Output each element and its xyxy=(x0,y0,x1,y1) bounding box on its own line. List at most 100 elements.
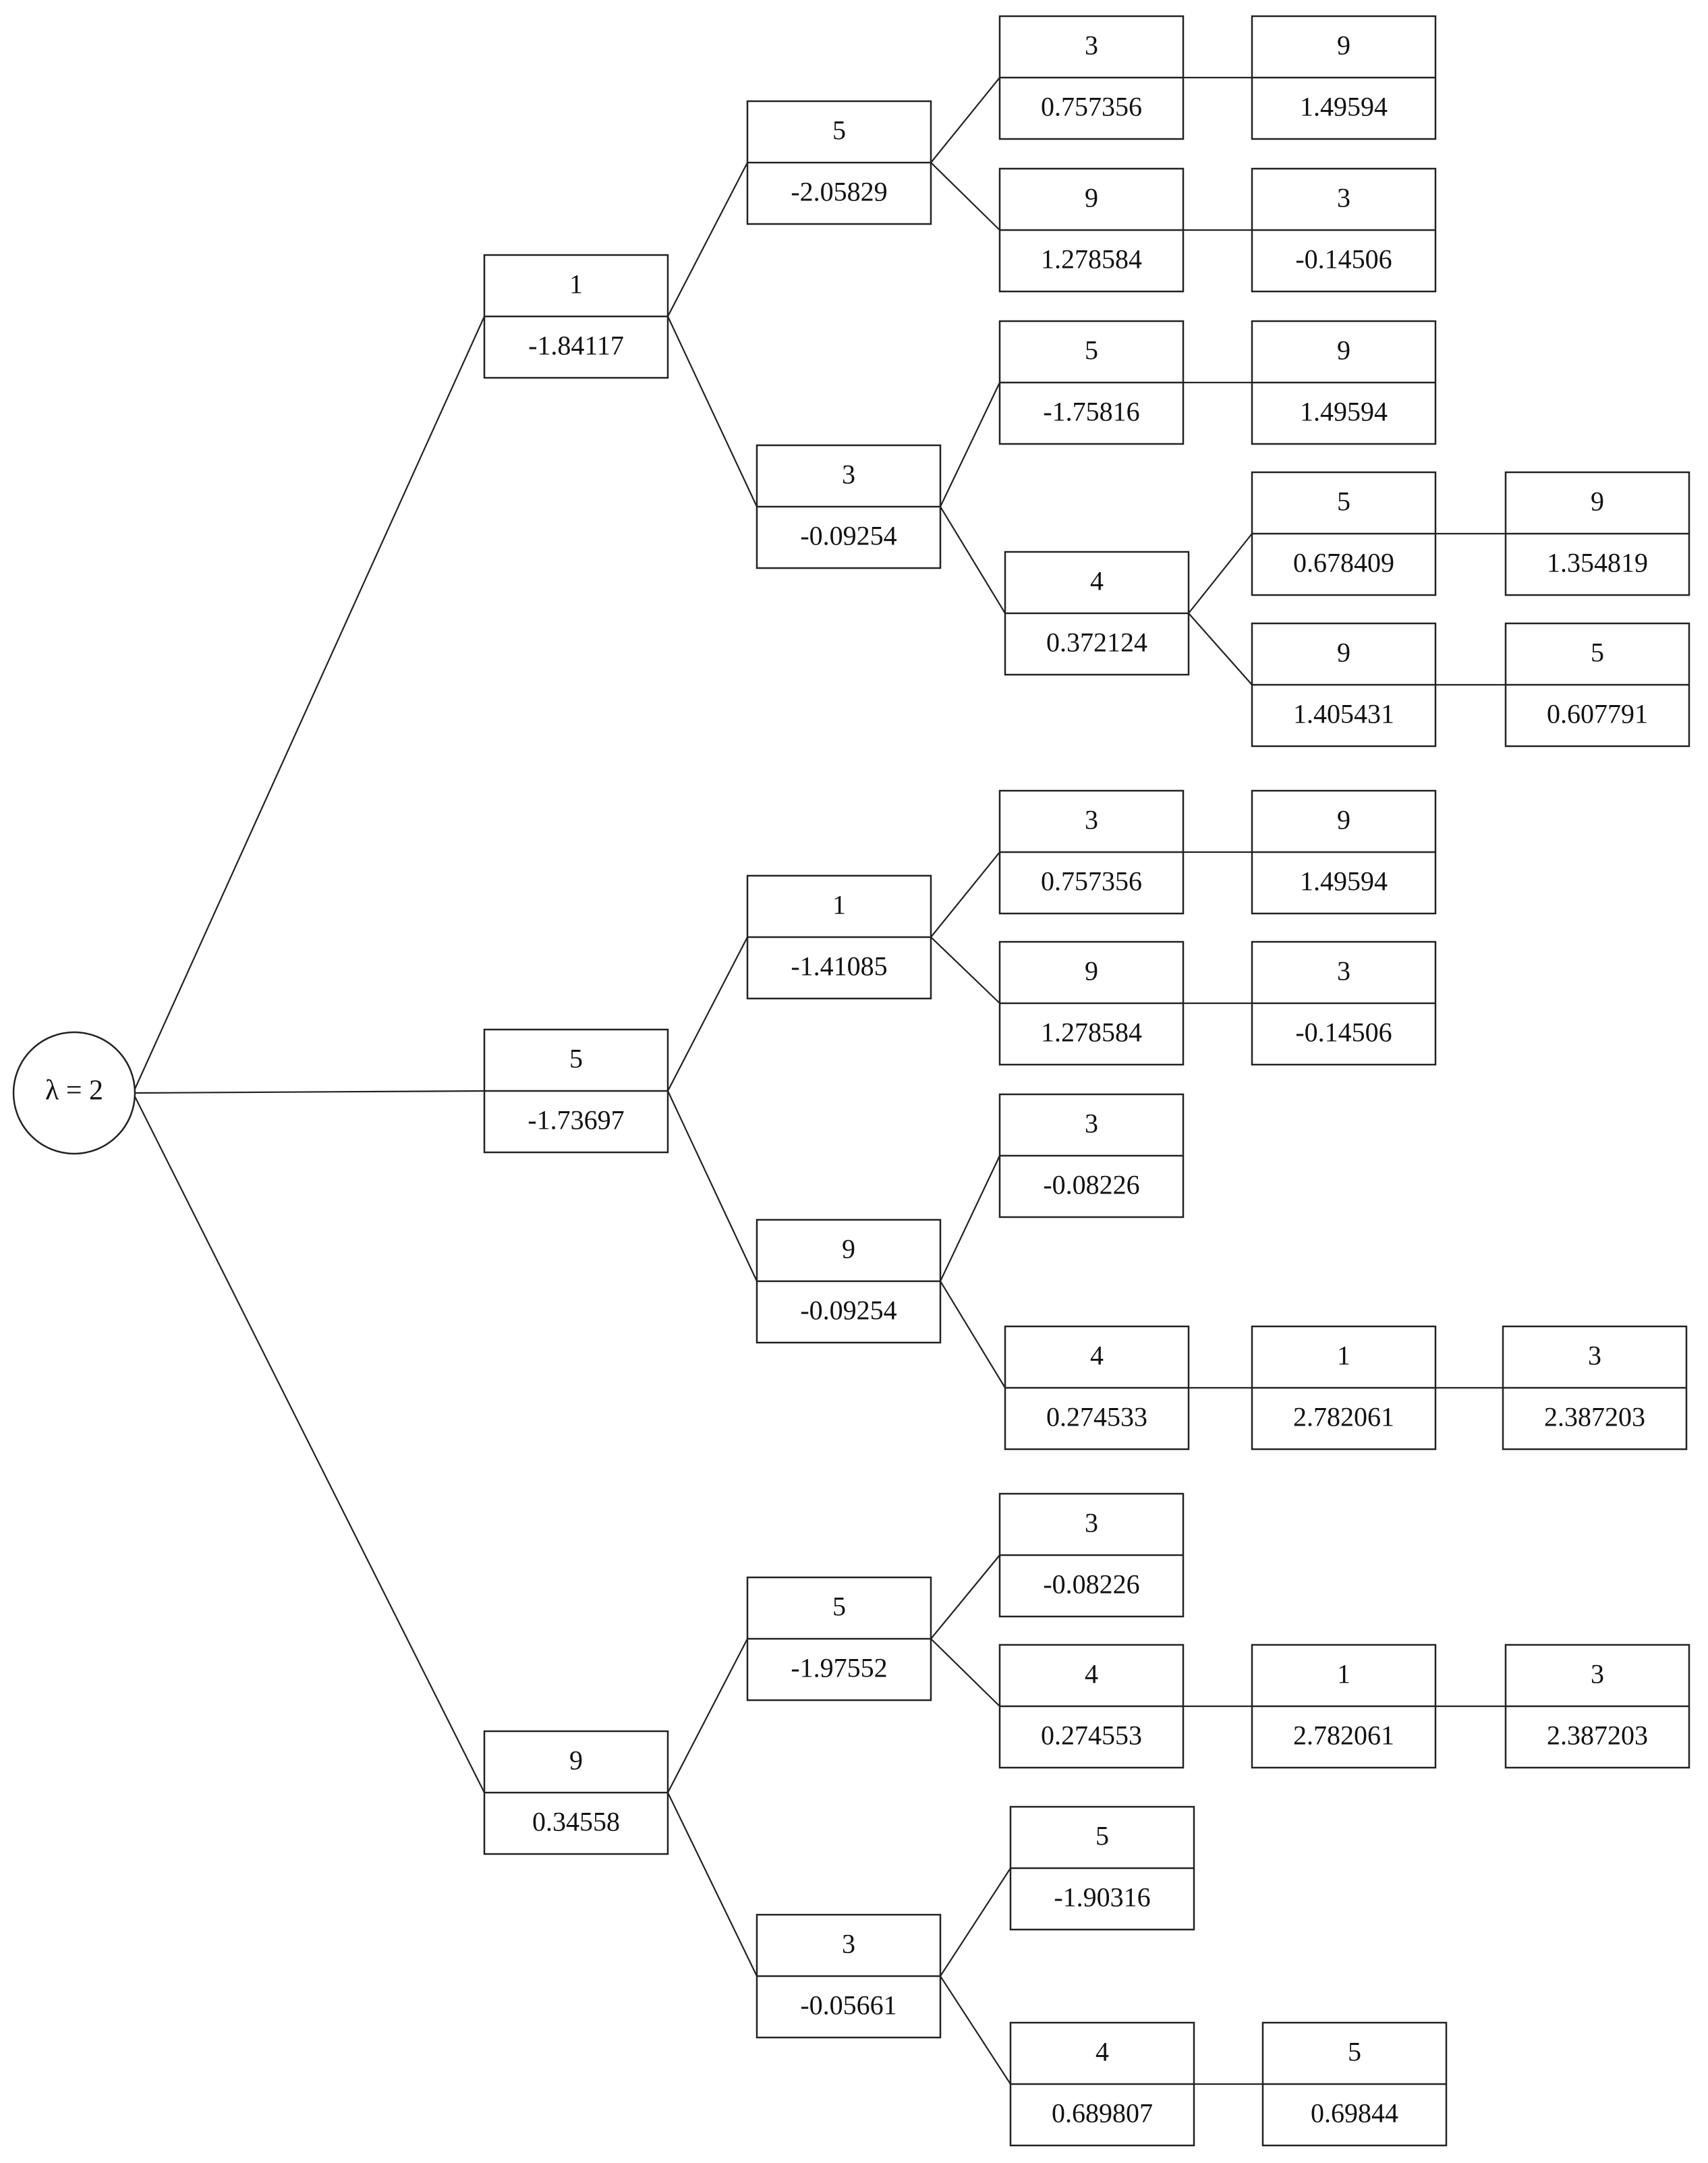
edge-a2b-a2b1 xyxy=(1188,533,1253,614)
edge-a-a2 xyxy=(667,316,758,507)
tree-node: 3 -0.05661 xyxy=(756,1913,942,2039)
node-item-label: 9 xyxy=(569,1745,583,1776)
node-value-label: 0.607791 xyxy=(1547,699,1648,729)
tree-node: 3 0.757356 xyxy=(998,789,1185,915)
node-item-label: 5 xyxy=(1085,335,1098,366)
node-item-label: 1 xyxy=(1337,1659,1350,1689)
edge-c2-c2b xyxy=(940,1975,1011,2085)
node-value-label: -1.90316 xyxy=(1054,1882,1150,1913)
tree-node: 1 2.782061 xyxy=(1251,1644,1437,1769)
node-item-label: 9 xyxy=(1337,335,1350,366)
tree-node: 5-2.05829 xyxy=(746,100,932,225)
node-item-label: 5 xyxy=(569,1044,583,1074)
edge-root-b xyxy=(133,1090,485,1094)
tree-node: 9 1.49594 xyxy=(1251,320,1437,445)
node-value-label: 1.278584 xyxy=(1041,244,1142,275)
node-value-label: -0.05661 xyxy=(800,1990,896,2021)
edge-a2b-a2b2 xyxy=(1188,613,1253,685)
node-value-label: -0.09254 xyxy=(800,521,896,551)
node-item-label: 3 xyxy=(842,459,855,490)
tree-node: 3 -0.08226 xyxy=(998,1492,1185,1618)
node-item-label: 3 xyxy=(1085,30,1098,61)
edge-b-b1 xyxy=(667,936,748,1092)
root-node: λ = 2 xyxy=(12,1031,136,1155)
tree-node: 4 0.689807 xyxy=(1009,2021,1195,2147)
tree-node: 5 0.69844 xyxy=(1261,2021,1448,2147)
tree-node: 9 -0.09254 xyxy=(756,1218,942,1344)
node-item-label: 4 xyxy=(1090,566,1104,596)
node-value-label: 1.49594 xyxy=(1300,866,1388,897)
tree-node: 3 0.757356 xyxy=(998,15,1185,140)
tree-node: 9 1.278584 xyxy=(998,167,1185,293)
tree-node: 4 0.274533 xyxy=(1004,1325,1190,1451)
tree-node: 12.782061 xyxy=(1251,1325,1437,1451)
edge-a2-a2a xyxy=(940,382,1000,507)
node-item-label: 3 xyxy=(842,1929,855,1959)
node-value-label: 2.387203 xyxy=(1544,1402,1645,1432)
tree-node: 3 -0.09254 xyxy=(756,444,942,569)
tree-node: 5 -1.97552 xyxy=(746,1576,932,1702)
edge-c-c2 xyxy=(667,1792,758,1977)
tree-node: 1-1.41085 xyxy=(746,874,932,1000)
node-item-label: 3 xyxy=(1085,805,1098,835)
edge-root-c xyxy=(132,1092,485,1793)
edge-a1-a1a xyxy=(930,77,1000,163)
node-item-label: 4 xyxy=(1085,1659,1098,1689)
tree-node: 50.607791 xyxy=(1504,622,1690,748)
node-item-label: 3 xyxy=(1085,1508,1098,1538)
node-value-label: -0.08226 xyxy=(1043,1569,1139,1600)
node-item-label: 1 xyxy=(569,269,583,300)
node-value-label: 2.782061 xyxy=(1293,1720,1394,1751)
node-value-label: 1.49594 xyxy=(1300,397,1388,427)
node-item-label: 5 xyxy=(832,1592,846,1622)
node-item-label: 9 xyxy=(842,1234,855,1264)
node-item-label: 3 xyxy=(1337,183,1350,213)
node-value-label: 0.689807 xyxy=(1052,2098,1153,2129)
node-value-label: 2.387203 xyxy=(1547,1720,1648,1751)
tree-node: 40.372124 xyxy=(1004,551,1190,676)
node-value-label: -1.84117 xyxy=(528,331,624,361)
edge-root-a xyxy=(132,316,486,1094)
tree-node: 90.34558 xyxy=(483,1730,669,1855)
node-value-label: 1.278584 xyxy=(1041,1017,1142,1048)
edge-b-b2 xyxy=(667,1090,758,1282)
edge-a-a1 xyxy=(667,162,748,317)
tree-node: 5 -1.90316 xyxy=(1009,1805,1195,1931)
edge-a1-a1b xyxy=(930,162,1000,231)
node-item-label: 5 xyxy=(832,115,846,146)
node-item-label: 5 xyxy=(1348,2037,1361,2067)
node-value-label: 0.274533 xyxy=(1046,1402,1147,1432)
node-item-label: 9 xyxy=(1085,183,1098,213)
edge-b2-b2a xyxy=(940,1155,1000,1282)
tree-node: 3 -0.14506 xyxy=(1251,167,1437,293)
node-value-label: 0.274553 xyxy=(1041,1720,1142,1751)
node-item-label: 9 xyxy=(1591,486,1604,517)
node-item-label: 3 xyxy=(1085,1108,1098,1139)
node-item-label: 9 xyxy=(1337,805,1350,835)
tree-node: 91.354819 xyxy=(1504,471,1690,596)
tree-node: 3-0.08226 xyxy=(998,1093,1185,1218)
node-item-label: 9 xyxy=(1337,638,1350,668)
tree-node: 3-0.14506 xyxy=(1251,940,1437,1066)
edge-b2-b2b xyxy=(940,1281,1006,1388)
node-value-label: -1.97552 xyxy=(791,1653,887,1683)
node-item-label: 4 xyxy=(1090,1341,1104,1371)
root-circle xyxy=(12,1031,136,1155)
tree-node: 32.387203 xyxy=(1504,1644,1690,1769)
node-item-label: 4 xyxy=(1095,2037,1109,2067)
node-value-label: 0.757356 xyxy=(1041,866,1142,897)
edge-c1-c1b xyxy=(930,1638,1000,1707)
node-value-label: 1.405431 xyxy=(1293,699,1394,729)
edge-b1-b1a xyxy=(930,851,1000,938)
node-value-label: -0.09254 xyxy=(800,1295,896,1326)
node-item-label: 5 xyxy=(1095,1821,1109,1851)
node-value-label: -1.41085 xyxy=(791,951,887,982)
node-value-label: -0.14506 xyxy=(1295,244,1392,275)
node-value-label: -1.75816 xyxy=(1043,397,1139,427)
edge-b1-b1b xyxy=(930,936,1000,1004)
tree-node: 9 1.49594 xyxy=(1251,789,1437,915)
node-item-label: 9 xyxy=(1337,30,1350,61)
node-value-label: 0.69844 xyxy=(1311,2098,1398,2129)
node-value-label: 0.757356 xyxy=(1041,92,1142,122)
